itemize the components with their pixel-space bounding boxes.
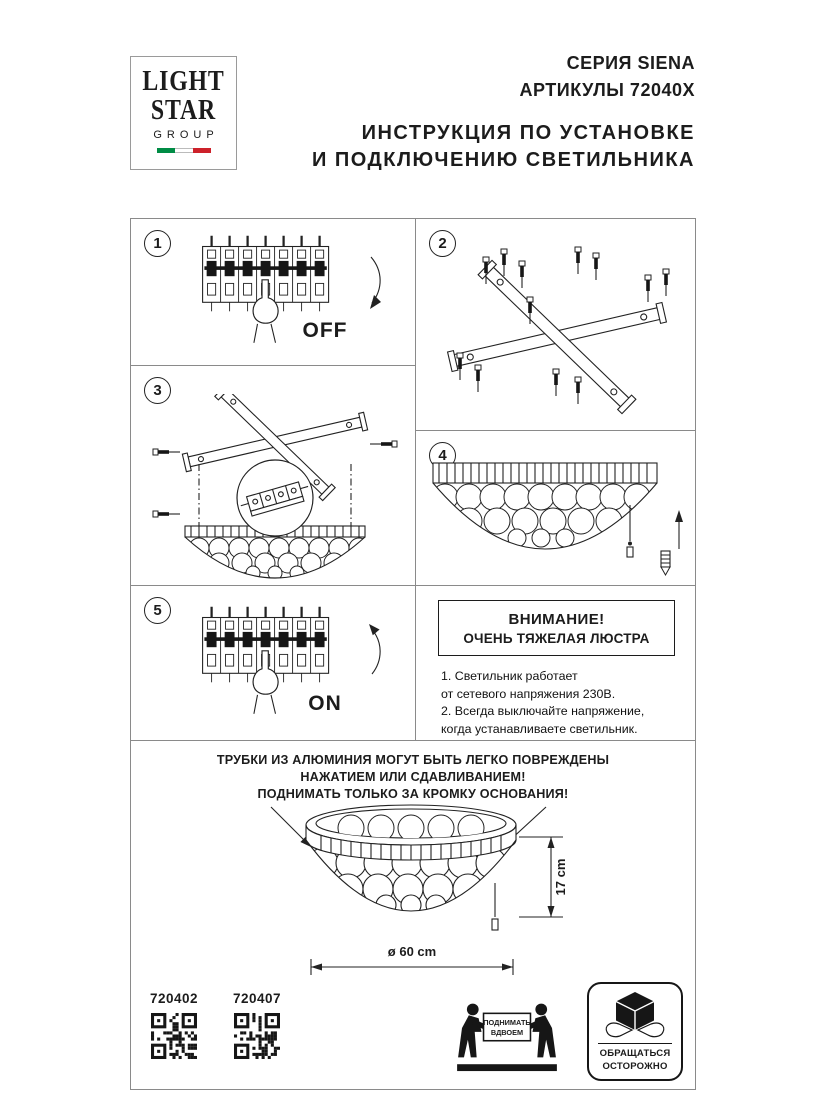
power-off-label: OFF	[302, 319, 348, 342]
lift-label-line1: ПОДНИМАТЬ	[483, 1018, 530, 1027]
anchor-and-arrow	[660, 510, 683, 577]
person-right-icon	[526, 1003, 556, 1058]
cross-bracket	[446, 259, 668, 415]
lightstar-logo: LIGHT STAR GROUP	[130, 56, 237, 170]
logo-star: STAR	[150, 95, 217, 126]
italian-flag-icon	[156, 148, 211, 153]
chandelier-dimensions-illustration: ø 60 cm 17 cm	[270, 804, 568, 975]
divider	[598, 1043, 672, 1044]
handling-panel: ТРУБКИ ИЗ АЛЮМИНИЯ МОГУТ БЫТЬ ЛЕГКО ПОВР…	[130, 740, 696, 1090]
warning-subtitle: ОЧЕНЬ ТЯЖЕЛАЯ ЛЮСТРА	[463, 630, 650, 646]
step-1-panel: 1 OFF	[130, 218, 416, 366]
caution-line: ПОДНИМАТЬ ТОЛЬКО ЗА КРОМКУ ОСНОВАНИЯ!	[257, 787, 569, 801]
lift-with-two-people-icon: ПОДНИМАТЬ ВДВОЕМ	[457, 1003, 557, 1072]
article-code-block-2: 720407	[227, 991, 287, 1059]
caution-line: НАЖАТИЕМ ИЛИ СДАВЛИВАНИЕМ!	[300, 770, 526, 784]
height-label: 17 cm	[553, 859, 568, 896]
step-5-panel: 5 ON	[130, 585, 416, 741]
step-5-number: 5	[144, 597, 171, 624]
instruction-title-line1: ИНСТРУКЦИЯ ПО УСТАНОВКЕ	[361, 122, 695, 144]
arrow-up-icon	[369, 624, 381, 675]
arrow-down-icon	[370, 256, 381, 309]
pull-chain	[491, 883, 499, 931]
handle-with-care-icon: ОБРАЩАТЬСЯ ОСТОРОЖНО	[587, 982, 683, 1081]
qr-code-1	[151, 1013, 197, 1059]
step-1-number: 1	[144, 230, 171, 257]
lift-label-line2: ВДВОЕМ	[491, 1028, 523, 1037]
step-2-number: 2	[429, 230, 456, 257]
caution-text: ТРУБКИ ИЗ АЛЮМИНИЯ МОГУТ БЫТЬ ЛЕГКО ПОВР…	[131, 752, 695, 803]
chandelier-drawing	[305, 804, 517, 931]
ceiling-bracket	[152, 394, 398, 526]
cube-in-hands-icon	[605, 992, 665, 1038]
step-4-panel: 4	[415, 430, 696, 586]
safety-notes: 1. Светильник работает от сетевого напря…	[441, 668, 644, 738]
warning-title: ВНИМАНИЕ!	[508, 610, 605, 628]
height-dimension: 17 cm	[519, 836, 568, 918]
series-title: СЕРИЯ SIENA	[566, 53, 695, 73]
step-3-number: 3	[144, 377, 171, 404]
power-on-label: ON	[308, 692, 342, 715]
care-label-line2: ОСТОРОЖНО	[602, 1060, 668, 1072]
article-code-block-1: 720402	[144, 991, 204, 1059]
diameter-dimension: ø 60 cm	[310, 944, 514, 975]
chandelier-side-illustration	[432, 462, 683, 577]
qr-code-2	[234, 1013, 280, 1059]
circuit-breaker-off-illustration	[159, 233, 381, 359]
ground-bar	[457, 1064, 557, 1072]
instruction-title-line2: И ПОДКЛЮЧЕНИЮ СВЕТИЛЬНИКА	[311, 149, 695, 171]
warning-box: ВНИМАНИЕ! ОЧЕНЬ ТЯЖЕЛАЯ ЛЮСТРА	[438, 600, 675, 656]
article-code-2: 720407	[232, 991, 282, 1006]
bracket-wiring-illustration	[152, 394, 398, 579]
circuit-breaker-on-illustration	[159, 604, 381, 730]
logo-group: GROUP	[153, 129, 219, 141]
step-3-panel: 3	[130, 365, 416, 586]
caution-line: ТРУБКИ ИЗ АЛЮМИНИЯ МОГУТ БЫТЬ ЛЕГКО ПОВР…	[216, 753, 610, 767]
care-label-line1: ОБРАЩАТЬСЯ	[599, 1048, 671, 1059]
articles-title: АРТИКУЛЫ 72040X	[519, 80, 695, 100]
logo-light: LIGHT	[142, 66, 225, 97]
warning-panel: ВНИМАНИЕ! ОЧЕНЬ ТЯЖЕЛАЯ ЛЮСТРА 1. Светил…	[415, 585, 696, 741]
header-titles: СЕРИЯ SIENA АРТИКУЛЫ 72040X ИНСТРУКЦИЯ П…	[312, 50, 695, 174]
article-code-1: 720402	[149, 991, 199, 1006]
pull-chain	[626, 505, 634, 558]
note-line: от сетевого напряжения 230В.	[441, 686, 616, 701]
mounting-bracket-illustration	[446, 246, 670, 415]
note-line: 2. Всегда выключайте напряжение,	[441, 704, 645, 718]
terminal-block-detail	[236, 459, 314, 537]
step-2-panel: 2	[415, 218, 696, 431]
diameter-label: ø 60 cm	[388, 944, 436, 959]
note-line: когда устанавливаете светильник.	[441, 721, 638, 736]
note-line: 1. Светильник работает	[441, 669, 578, 683]
